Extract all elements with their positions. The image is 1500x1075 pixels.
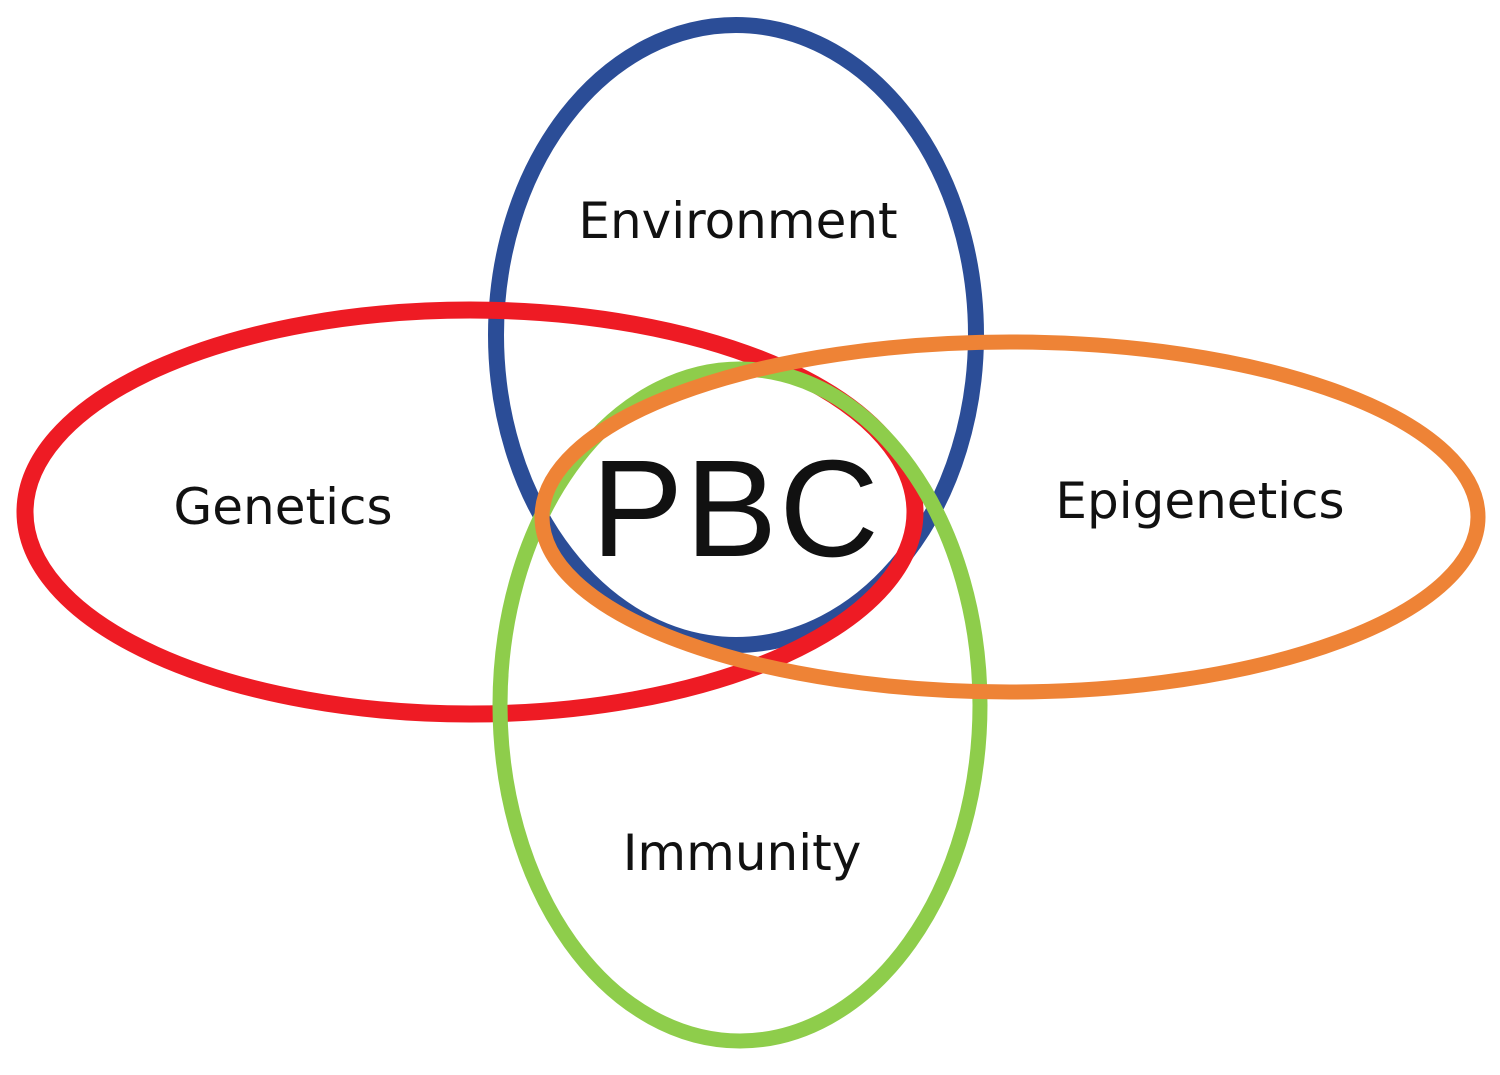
genetics-label: Genetics: [174, 478, 393, 536]
epigenetics-label: Epigenetics: [1055, 472, 1344, 530]
epigenetics-circle: [534, 334, 1486, 700]
genetics-circle: [16, 301, 924, 723]
center-label-pbc: PBC: [591, 432, 881, 586]
immunity-label: Immunity: [623, 824, 862, 882]
environment-label: Environment: [578, 192, 897, 250]
